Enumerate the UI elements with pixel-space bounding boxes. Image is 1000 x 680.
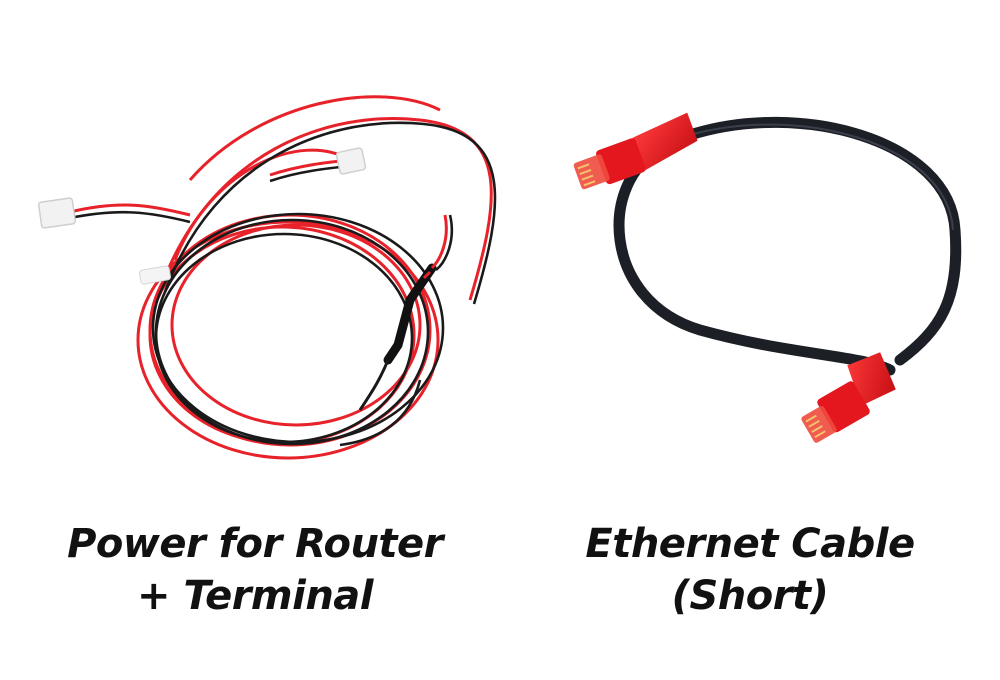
power-caption-line2: + Terminal bbox=[137, 573, 374, 619]
ethernet-caption: Ethernet Cable (Short) bbox=[530, 518, 970, 622]
ethernet-cable bbox=[573, 112, 962, 443]
ethernet-caption-line1: Ethernet Cable bbox=[585, 521, 915, 567]
power-caption: Power for Router + Terminal bbox=[40, 518, 470, 622]
power-cable-bundle bbox=[37, 95, 497, 460]
power-caption-line1: Power for Router bbox=[67, 521, 443, 567]
ethernet-caption-line2: (Short) bbox=[671, 573, 829, 619]
